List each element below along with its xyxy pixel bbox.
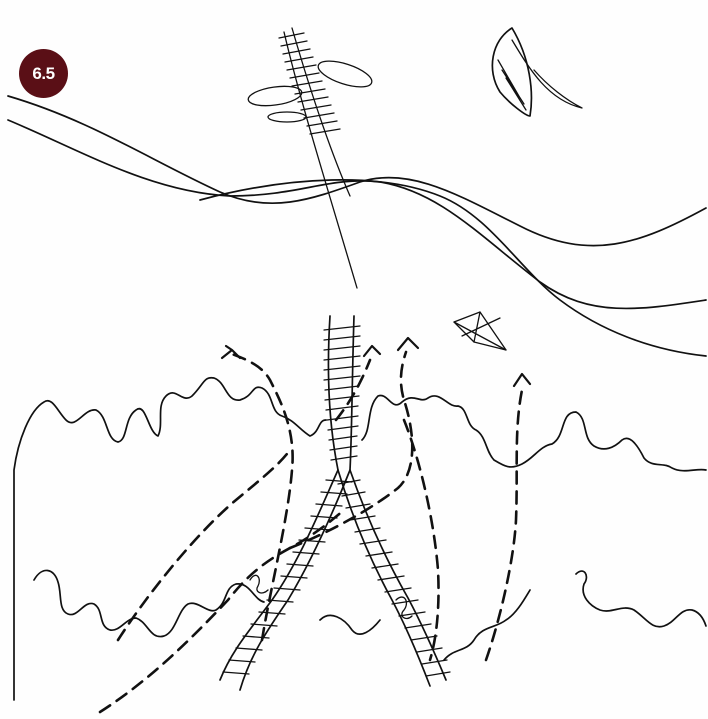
figure-number-badge: 6.5 (19, 49, 68, 98)
left-branch-rail-b (240, 316, 354, 690)
tree-line-mid (362, 395, 706, 470)
loop-left (247, 83, 303, 108)
upper-rail-right (292, 28, 350, 196)
bird-wing (492, 28, 531, 116)
left-branch-ties (223, 326, 360, 674)
tree-line-upper (14, 378, 326, 700)
tree-line-lower-left (34, 570, 264, 636)
horizon-line-1 (8, 96, 706, 246)
arrowhead-4 (514, 374, 530, 386)
tree-line (14, 378, 706, 700)
bird-hatch (498, 60, 526, 110)
kite-outline (454, 312, 506, 350)
squiggle-1 (250, 575, 268, 593)
right-branch-rail-b (350, 470, 446, 680)
arrowhead-2 (364, 346, 380, 356)
loop-right (315, 56, 374, 92)
tree-line-far-right (576, 571, 706, 627)
kite-sketch (454, 312, 506, 350)
horizon-line-3 (200, 180, 706, 356)
tree-line-lower-mid (320, 615, 380, 634)
dashed-path-far-right (486, 390, 522, 660)
tree-line-lower-right (444, 590, 530, 660)
kite-cross (454, 312, 506, 350)
bird-sketch (492, 28, 582, 116)
upper-rail-left (284, 32, 357, 288)
right-branch-rail-a (338, 470, 430, 686)
arrowhead-3 (398, 338, 418, 350)
wavy-horizon-lines (8, 96, 706, 356)
arrowhead-1 (222, 346, 240, 358)
loop-small (268, 112, 306, 122)
main-railway-right-branch (338, 470, 450, 686)
horizon-line-2 (8, 120, 706, 308)
main-railway-left-branch (220, 316, 360, 690)
